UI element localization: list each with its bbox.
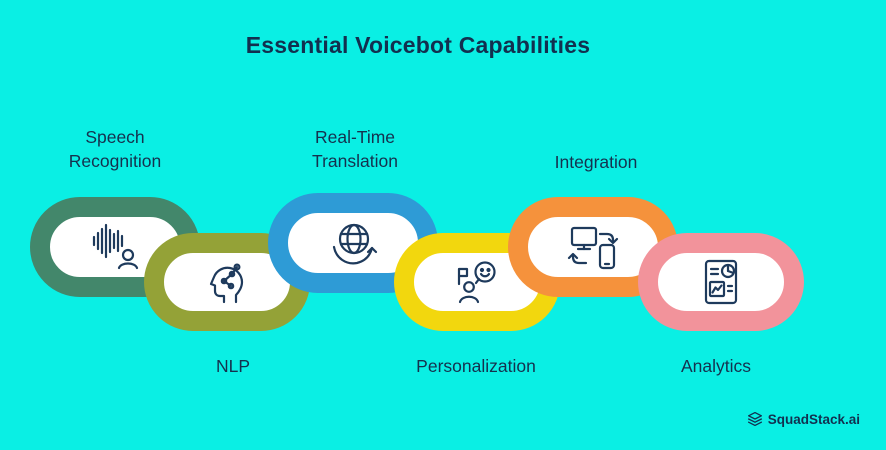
capability-label-analytics: Analytics — [680, 356, 752, 376]
squadstack-logo-text: SquadStack.ai — [767, 411, 860, 427]
nlp-head-icon — [209, 263, 244, 304]
page-title: Essential Voicebot Capabilities — [245, 32, 591, 58]
squadstack-logo-icon — [747, 411, 762, 427]
capability-label-personalization: Personalization — [416, 356, 536, 376]
globe-translation-icon — [332, 223, 378, 265]
squadstack-logo: SquadStack.ai — [747, 411, 860, 427]
chain-link-analytics — [638, 233, 804, 331]
capability-label-nlp: NLP — [215, 356, 251, 376]
speech-waveform-icon — [92, 223, 139, 270]
analytics-report-icon — [704, 259, 738, 305]
capability-label-speech-recognition: Speech Recognition — [68, 127, 162, 171]
devices-sync-icon — [567, 226, 619, 270]
capability-label-real-time-translation: Real-Time Translation — [312, 127, 398, 171]
personalization-chat-icon — [457, 261, 496, 304]
capability-label-integration: Integration — [554, 152, 638, 172]
